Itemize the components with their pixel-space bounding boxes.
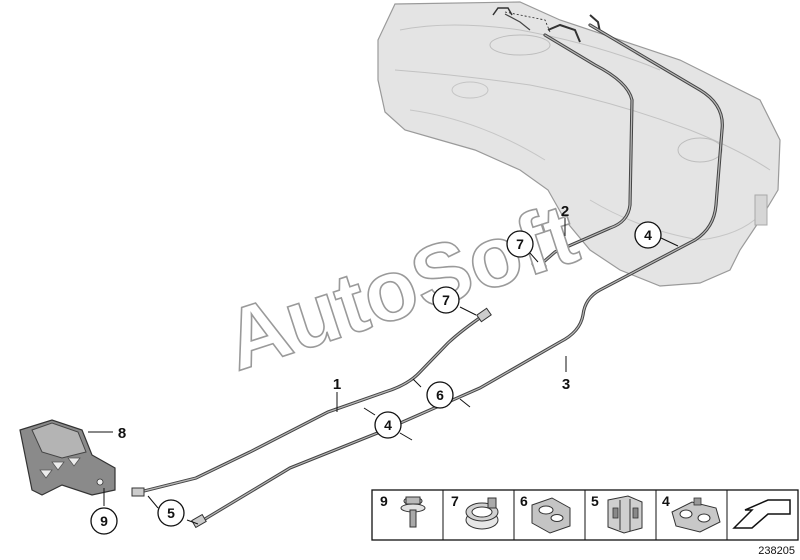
leader-lines (88, 218, 679, 525)
callout-4-upper: 4 (634, 221, 662, 249)
callout-8: 8 (118, 425, 126, 442)
legend-label-4: 4 (662, 493, 670, 509)
legend-cell-7: 7 (451, 493, 499, 530)
fuel-tank (377, 1, 781, 287)
tank-valve (492, 7, 601, 43)
fuel-line-3 (191, 23, 724, 529)
legend-cell-4: 4 (662, 493, 721, 533)
diagram-number: 238205 (758, 545, 795, 557)
legend-label-6: 6 (520, 493, 528, 509)
callout-label-8: 8 (118, 425, 126, 442)
callout-1: 1 (333, 376, 341, 393)
legend-label-5: 5 (591, 493, 599, 509)
holder-clip-icon (607, 495, 643, 534)
callout-9: 9 (90, 507, 118, 535)
legend-label-9: 9 (380, 493, 388, 509)
callout-label-7-middle: 7 (442, 292, 450, 308)
callout-label-2: 2 (561, 203, 569, 220)
legend-cell-5: 5 (591, 493, 643, 534)
double-clip-icon (671, 497, 721, 533)
legend-label-7: 7 (451, 493, 459, 509)
callout-7-middle: 7 (432, 286, 460, 314)
callout-3: 3 (562, 376, 570, 393)
bracket (19, 419, 116, 496)
callout-label-4-lower: 4 (384, 417, 392, 433)
bolt-washer-icon (400, 496, 426, 528)
callout-label-3: 3 (562, 376, 570, 393)
legend-cell-6: 6 (520, 493, 571, 534)
pipe-clip-icon (531, 497, 571, 534)
callout-7-upper: 7 (506, 230, 534, 258)
callout-label-9: 9 (100, 513, 108, 529)
arrow-icon (732, 499, 791, 529)
callout-label-6: 6 (436, 387, 444, 403)
callout-6: 6 (426, 381, 454, 409)
fuel-line-2 (531, 33, 634, 272)
fuel-line-1 (131, 307, 492, 497)
callout-label-7-upper: 7 (516, 236, 524, 252)
parts-legend: 9 7 6 (371, 489, 799, 541)
callout-label-5: 5 (167, 505, 175, 521)
callout-label-1: 1 (333, 376, 341, 393)
callout-4-lower: 4 (374, 411, 402, 439)
legend-cell-arrow (732, 499, 791, 529)
hose-clamp-icon (465, 497, 499, 530)
callout-label-4-upper: 4 (644, 227, 652, 243)
legend-cell-9: 9 (380, 493, 426, 528)
callout-2: 2 (561, 203, 569, 220)
callout-5: 5 (157, 499, 185, 527)
